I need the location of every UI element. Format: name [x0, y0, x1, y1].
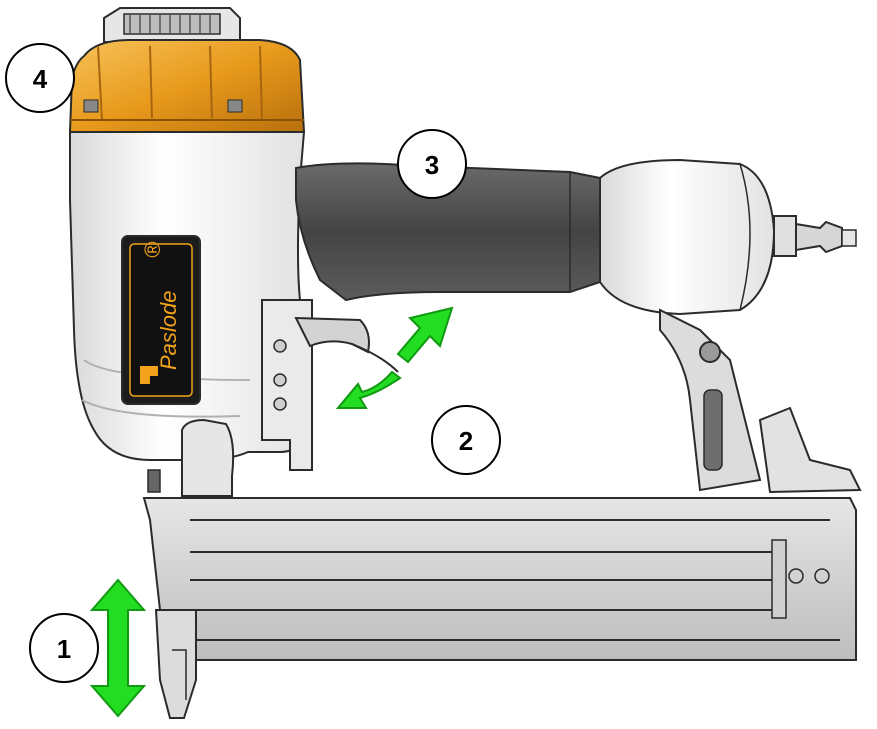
curved-arrow-icon [335, 306, 454, 409]
handle [295, 162, 601, 302]
callout-4-label: 4 [33, 64, 48, 94]
top-fitting [103, 7, 241, 43]
callout-1: 1 [29, 613, 99, 683]
rear-housing [599, 158, 857, 316]
air-fitting [795, 220, 843, 254]
orange-cap [68, 39, 306, 133]
callout-1-label: 1 [57, 634, 71, 664]
trigger-assembly [261, 299, 399, 471]
nose-tip [154, 609, 197, 719]
callout-2-label: 2 [459, 426, 473, 456]
double-arrow-icon [89, 578, 147, 718]
callout-3: 3 [397, 129, 467, 199]
brand-badge: Paslode ® [121, 235, 201, 405]
callout-2: 2 [431, 405, 501, 475]
magazine [142, 497, 857, 661]
callout-4: 4 [5, 43, 75, 113]
brand-logo-icon [140, 366, 158, 384]
brand-name: Paslode [156, 290, 181, 370]
support-bracket [659, 308, 862, 494]
brand-mark: ® [140, 241, 165, 258]
nose-piece [147, 418, 235, 497]
callout-3-label: 3 [425, 150, 439, 180]
